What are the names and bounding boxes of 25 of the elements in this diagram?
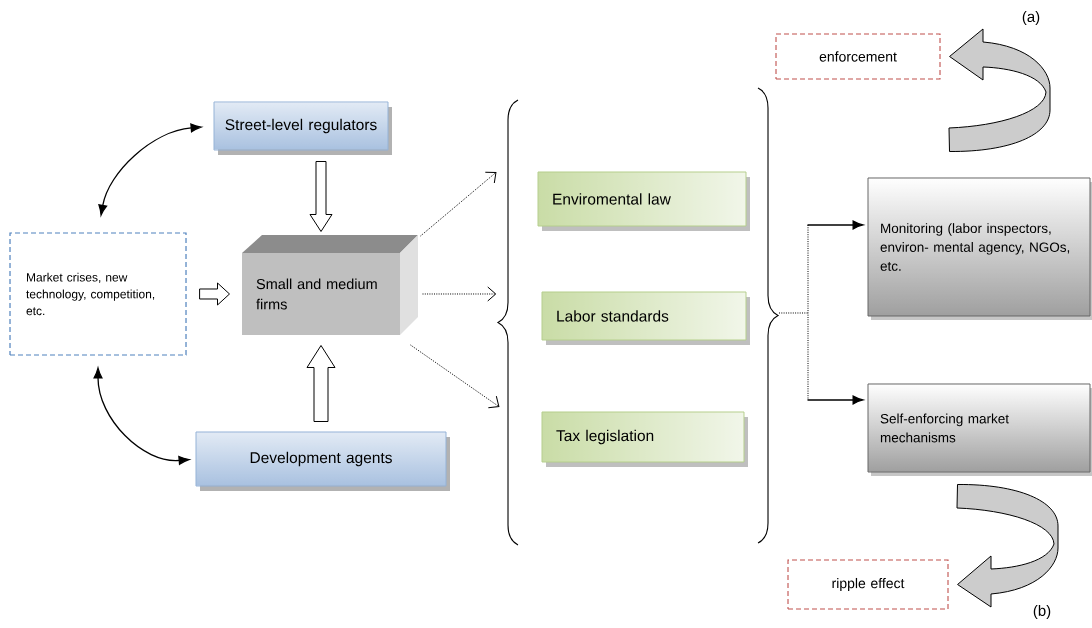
process-box: Monitoring (labor inspectors, environ- mental agency, NGOs, etc. xyxy=(867,177,1092,320)
process-box: Self-enforcing market mechanisms xyxy=(867,383,1092,476)
arrow xyxy=(806,395,864,405)
panel-label: (b) xyxy=(1033,605,1051,619)
double-headed-arrow xyxy=(93,367,190,465)
dashed-box: enforcement xyxy=(775,33,941,80)
block-arrow xyxy=(309,161,333,232)
process-box: Enviromental law xyxy=(537,171,750,231)
process-box: Street-level regulators xyxy=(213,101,392,155)
dotted-arrow xyxy=(410,344,500,409)
dashed-box: Market crises, new technology, competition, etc. xyxy=(9,232,187,356)
process-box: Tax legislation xyxy=(541,411,748,467)
dashed-box: ripple effect xyxy=(787,559,949,610)
curved-block-arrow xyxy=(956,484,1059,608)
panel-label: (a) xyxy=(1022,11,1040,25)
block-arrow xyxy=(199,282,230,306)
dotted-arrow xyxy=(420,171,497,237)
block-arrow xyxy=(306,345,336,422)
curved-block-arrow xyxy=(948,28,1051,152)
dotted-arrow xyxy=(422,286,497,302)
process-box: Labor standards xyxy=(541,291,750,345)
double-headed-arrow xyxy=(98,123,202,216)
process-box: Development agents xyxy=(195,431,450,491)
arrow xyxy=(806,220,864,230)
cube-box: Small and medium firms xyxy=(242,235,418,335)
